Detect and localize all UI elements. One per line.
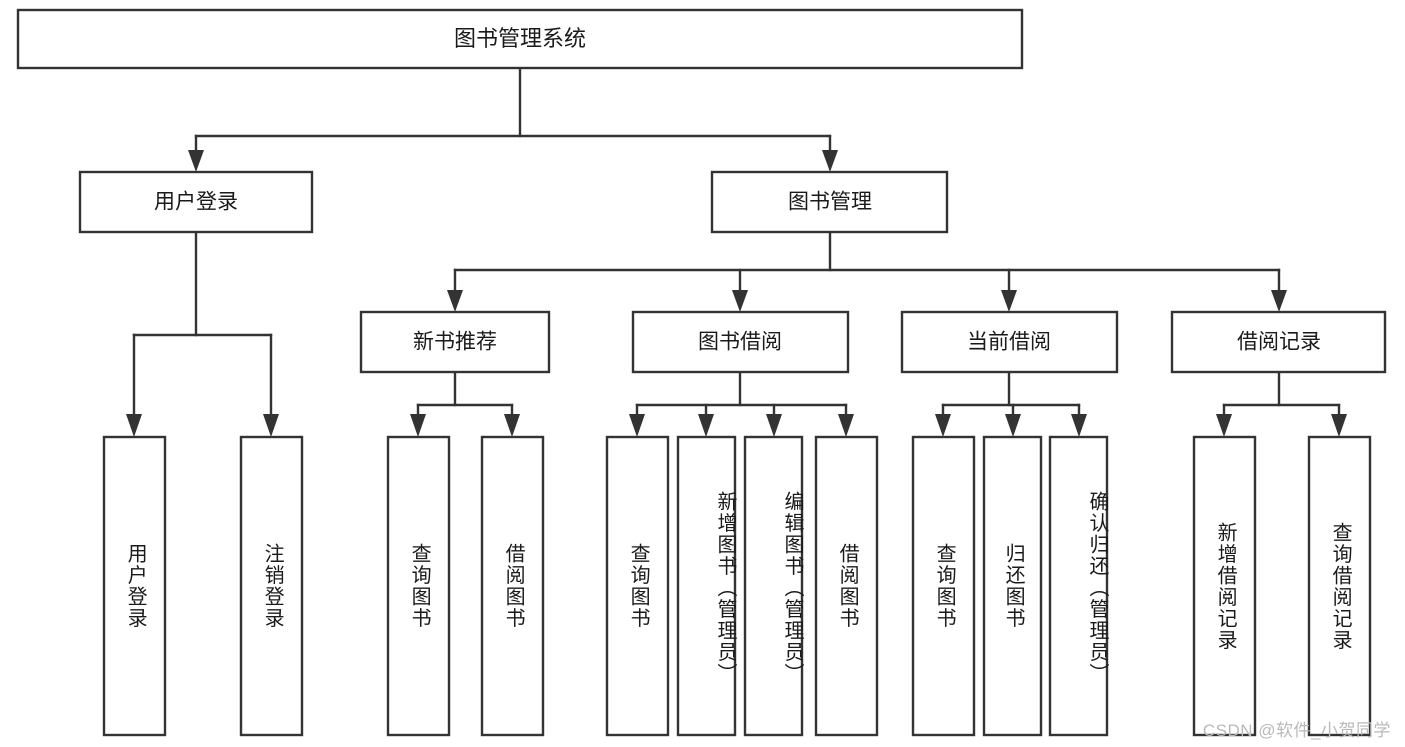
- leaf-box-bb-3[interactable]: [743, 435, 804, 737]
- arrow-current-borrow: [1001, 290, 1017, 312]
- leaf-box-user-login-2[interactable]: [239, 435, 304, 737]
- arrow-leaf-br-1: [1216, 414, 1232, 437]
- arrow-borrow-record: [1271, 290, 1287, 312]
- node-current-borrow-label: 当前借阅: [967, 331, 1051, 354]
- csdn-watermark: CSDN @软件_小贺同学: [1202, 721, 1391, 740]
- node-root[interactable]: 图书管理系统: [16, 8, 1024, 70]
- leaf-box-nbr-1[interactable]: [386, 435, 451, 737]
- leaf-box-cb-1[interactable]: [911, 435, 976, 737]
- arrow-leaf-nbr-2: [504, 414, 520, 437]
- node-new-book-recommend-label: 新书推荐: [413, 331, 497, 354]
- node-current-borrow-box[interactable]: [900, 310, 1119, 374]
- node-user-login[interactable]: 用户登录: [78, 170, 314, 234]
- node-borrow-record[interactable]: 借阅记录: [1170, 310, 1387, 374]
- leaf-box-bb-4[interactable]: [814, 435, 879, 737]
- connector-group-borrow-record: [1216, 370, 1347, 437]
- leaf-group-new-book-recommend: [386, 435, 545, 737]
- node-book-manage[interactable]: 图书管理: [710, 170, 949, 234]
- connector-group-book-borrow: [629, 370, 854, 437]
- node-user-login-label: 用户登录: [154, 191, 238, 214]
- node-root-label: 图书管理系统: [454, 26, 586, 51]
- arrow-user-login: [188, 150, 204, 172]
- leaf-group-borrow-record: [1192, 435, 1372, 737]
- leaf-group-current-borrow: [911, 435, 1109, 737]
- arrow-leaf-bb-2: [698, 414, 714, 437]
- arrow-leaf-nbr-1: [410, 414, 426, 437]
- arrow-leaf-bb-4: [838, 414, 854, 437]
- node-root-box[interactable]: [16, 8, 1024, 70]
- leaf-box-br-2[interactable]: [1307, 435, 1372, 737]
- node-book-borrow-box[interactable]: [631, 310, 850, 374]
- arrow-leaf-cb-2: [1005, 414, 1021, 437]
- arrow-book-manage: [822, 150, 838, 172]
- node-book-borrow-label: 图书借阅: [698, 331, 782, 354]
- leaf-box-cb-3[interactable]: [1048, 435, 1109, 737]
- node-borrow-record-box[interactable]: [1170, 310, 1387, 374]
- arrow-leaf-user-login-2: [263, 414, 279, 437]
- leaf-box-user-login-1[interactable]: [102, 435, 167, 737]
- arrow-leaf-bb-3: [766, 414, 782, 437]
- leaf-group-book-borrow: [605, 435, 879, 737]
- leaf-box-bb-1[interactable]: [605, 435, 670, 737]
- node-borrow-record-label: 借阅记录: [1237, 331, 1321, 354]
- arrow-leaf-cb-1: [935, 414, 951, 437]
- arrow-leaf-user-login-1: [126, 414, 142, 437]
- connector-group-user-login: [126, 230, 279, 437]
- node-book-borrow[interactable]: 图书借阅: [631, 310, 850, 374]
- connector-group-book-manage: [447, 230, 1287, 312]
- arrow-new-book-recommend: [447, 290, 463, 312]
- node-book-manage-label: 图书管理: [788, 191, 872, 214]
- node-new-book-recommend-box[interactable]: [359, 310, 551, 374]
- node-current-borrow[interactable]: 当前借阅: [900, 310, 1119, 374]
- arrow-leaf-br-2: [1331, 414, 1347, 437]
- leaf-box-br-1[interactable]: [1192, 435, 1257, 737]
- node-new-book-recommend[interactable]: 新书推荐: [359, 310, 551, 374]
- leaf-box-cb-2[interactable]: [982, 435, 1043, 737]
- leaf-box-nbr-2[interactable]: [480, 435, 545, 737]
- leaf-group-user-login: [102, 435, 304, 737]
- node-book-manage-box[interactable]: [710, 170, 949, 234]
- arrow-leaf-bb-1: [629, 414, 645, 437]
- leaf-box-bb-2[interactable]: [676, 435, 737, 737]
- node-user-login-box[interactable]: [78, 170, 314, 234]
- connector-group-new-book-recommend: [410, 370, 520, 437]
- connector-group-root: [188, 66, 838, 172]
- arrow-book-borrow: [732, 290, 748, 312]
- arrow-leaf-cb-3: [1071, 414, 1087, 437]
- connector-group-current-borrow: [935, 370, 1087, 437]
